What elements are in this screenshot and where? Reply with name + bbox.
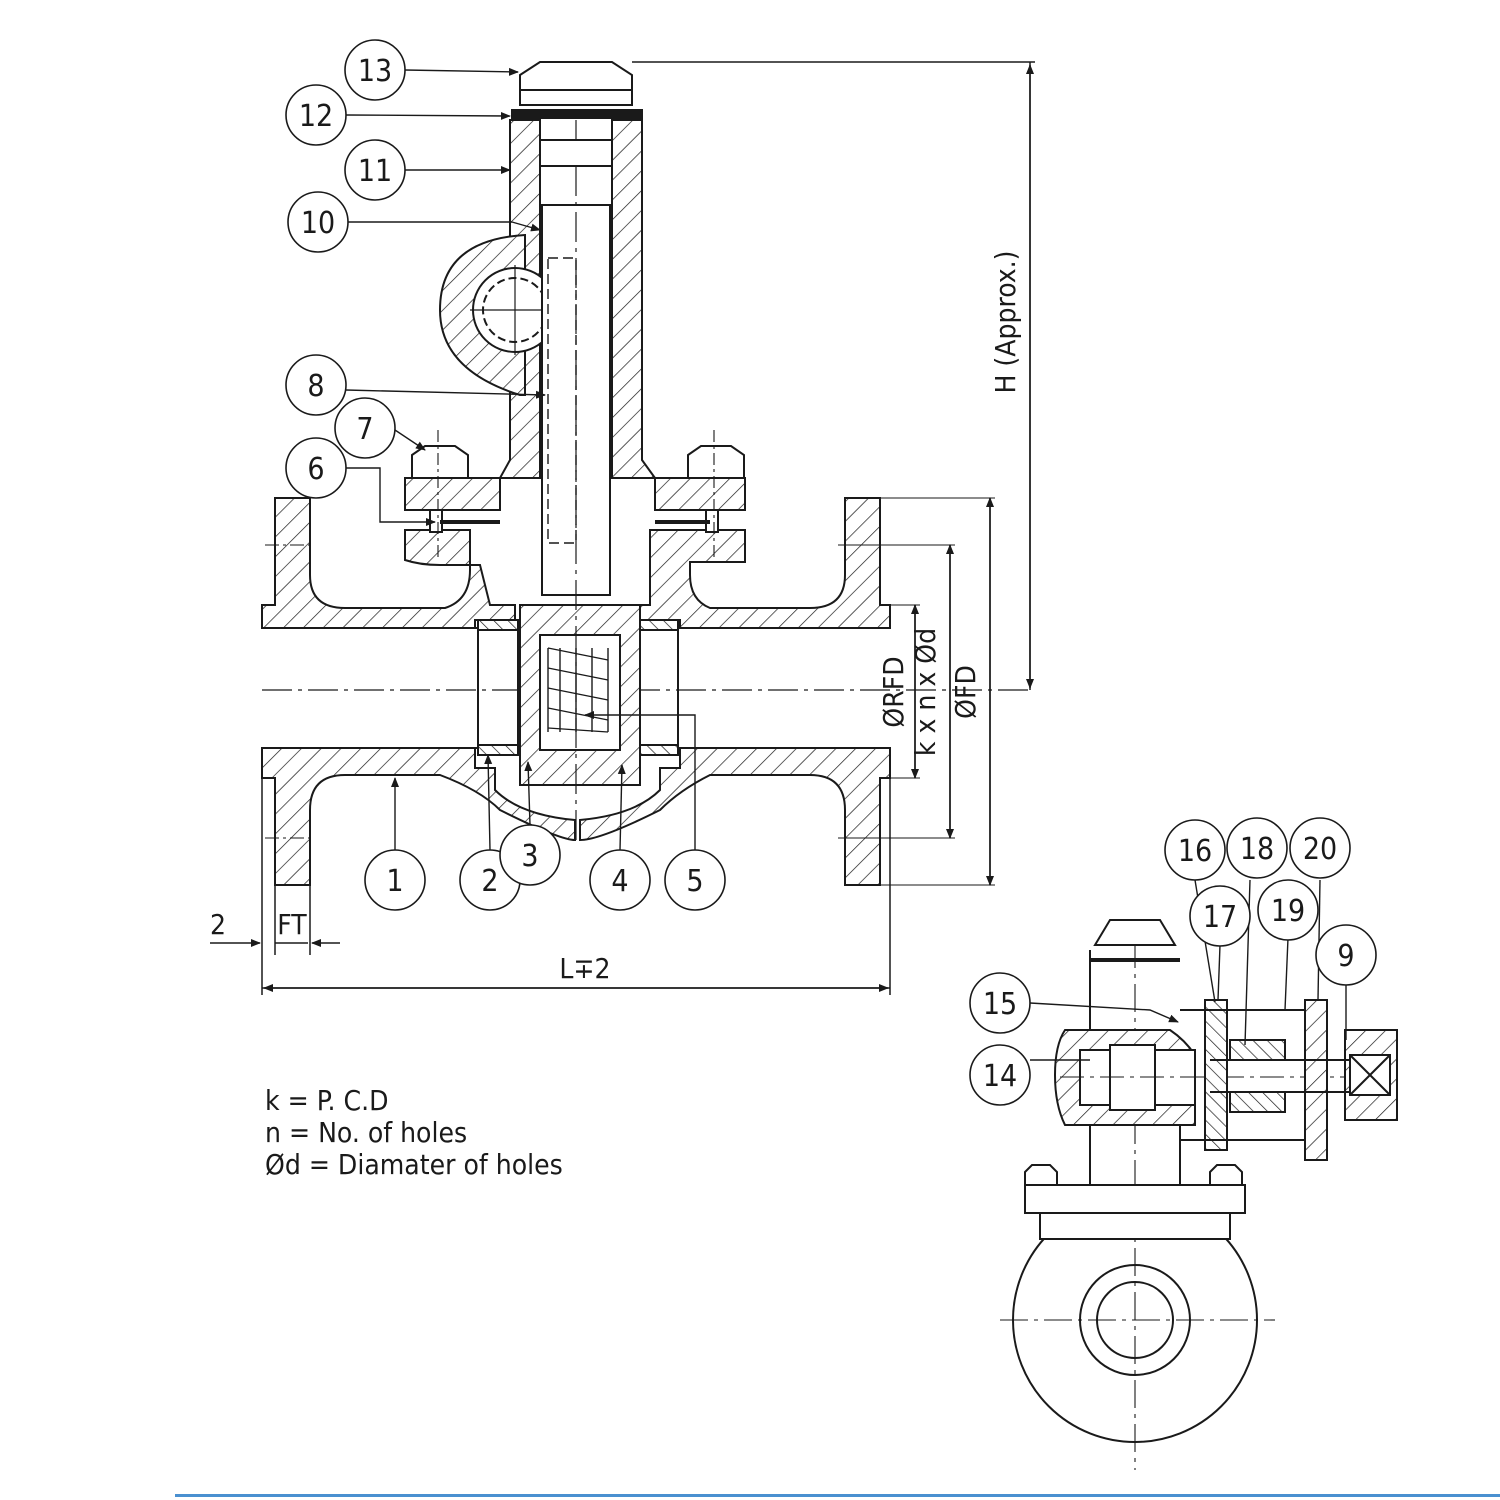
svg-text:10: 10 — [301, 206, 335, 241]
balloon-17: 17 — [1189, 885, 1251, 947]
balloon-18: 18 — [1226, 817, 1288, 879]
balloon-8: 8 — [285, 354, 347, 416]
balloon-19: 19 — [1257, 879, 1319, 941]
part-balloons: 13 12 11 10 8 7 6 1 2 3 4 5 16 18 20 17 … — [285, 39, 1377, 1106]
svg-text:11: 11 — [358, 154, 392, 189]
balloon-20: 20 — [1289, 817, 1351, 879]
svg-text:13: 13 — [358, 54, 392, 89]
legend: k = P. C.D n = No. of holes Ød = Diamate… — [265, 1084, 563, 1181]
dim-flange: ØFD — [949, 665, 982, 719]
balloon-11: 11 — [344, 139, 406, 201]
balloon-16: 16 — [1164, 819, 1226, 881]
balloon-14: 14 — [969, 1044, 1031, 1106]
svg-text:18: 18 — [1240, 832, 1274, 867]
bottom-rule — [175, 1494, 1500, 1497]
balloon-6: 6 — [285, 437, 347, 499]
svg-text:19: 19 — [1271, 894, 1305, 929]
legend-line-2: n = No. of holes — [265, 1116, 467, 1149]
valve-body — [261, 497, 516, 629]
svg-text:7: 7 — [356, 412, 373, 447]
balloon-9: 9 — [1315, 924, 1377, 986]
balloon-10: 10 — [287, 191, 349, 253]
svg-text:2: 2 — [481, 864, 498, 899]
main-section-view — [261, 61, 1030, 886]
legend-line-3: Ød = Diamater of holes — [265, 1148, 563, 1181]
svg-text:6: 6 — [307, 452, 324, 487]
svg-text:9: 9 — [1337, 939, 1354, 974]
svg-text:4: 4 — [611, 864, 628, 899]
legend-line-1: k = P. C.D — [265, 1084, 389, 1117]
svg-text:12: 12 — [299, 99, 333, 134]
svg-text:14: 14 — [983, 1059, 1017, 1094]
balloon-3: 3 — [499, 824, 561, 886]
dimension-labels: H (Approx.) ØRFD k x n x Ød ØFD 2 FT L∓2 — [210, 250, 1022, 985]
svg-text:17: 17 — [1203, 900, 1237, 935]
svg-text:5: 5 — [686, 864, 703, 899]
balloon-13: 13 — [344, 39, 406, 101]
balloon-4: 4 — [589, 849, 651, 911]
balloon-15: 15 — [969, 972, 1031, 1034]
svg-text:15: 15 — [983, 987, 1017, 1022]
svg-text:16: 16 — [1178, 834, 1212, 869]
svg-text:20: 20 — [1303, 832, 1337, 867]
dim-flange-thickness: FT — [277, 908, 307, 941]
dim-height: H (Approx.) — [989, 250, 1022, 393]
leader-lines — [345, 67, 1347, 1061]
balloon-7: 7 — [334, 397, 396, 459]
svg-text:1: 1 — [386, 864, 403, 899]
balloon-1: 1 — [364, 849, 426, 911]
dim-face-offset: 2 — [210, 908, 226, 941]
dim-raised-face: ØRFD — [877, 656, 910, 727]
dim-length: L∓2 — [559, 952, 610, 985]
side-view — [1000, 919, 1398, 1470]
dimension-lines — [210, 61, 1035, 995]
balloon-5: 5 — [664, 849, 726, 911]
svg-text:3: 3 — [521, 839, 538, 874]
svg-text:8: 8 — [307, 369, 324, 404]
dim-bolt-circle: k x n x Ød — [909, 628, 942, 756]
balloon-12: 12 — [285, 84, 347, 146]
